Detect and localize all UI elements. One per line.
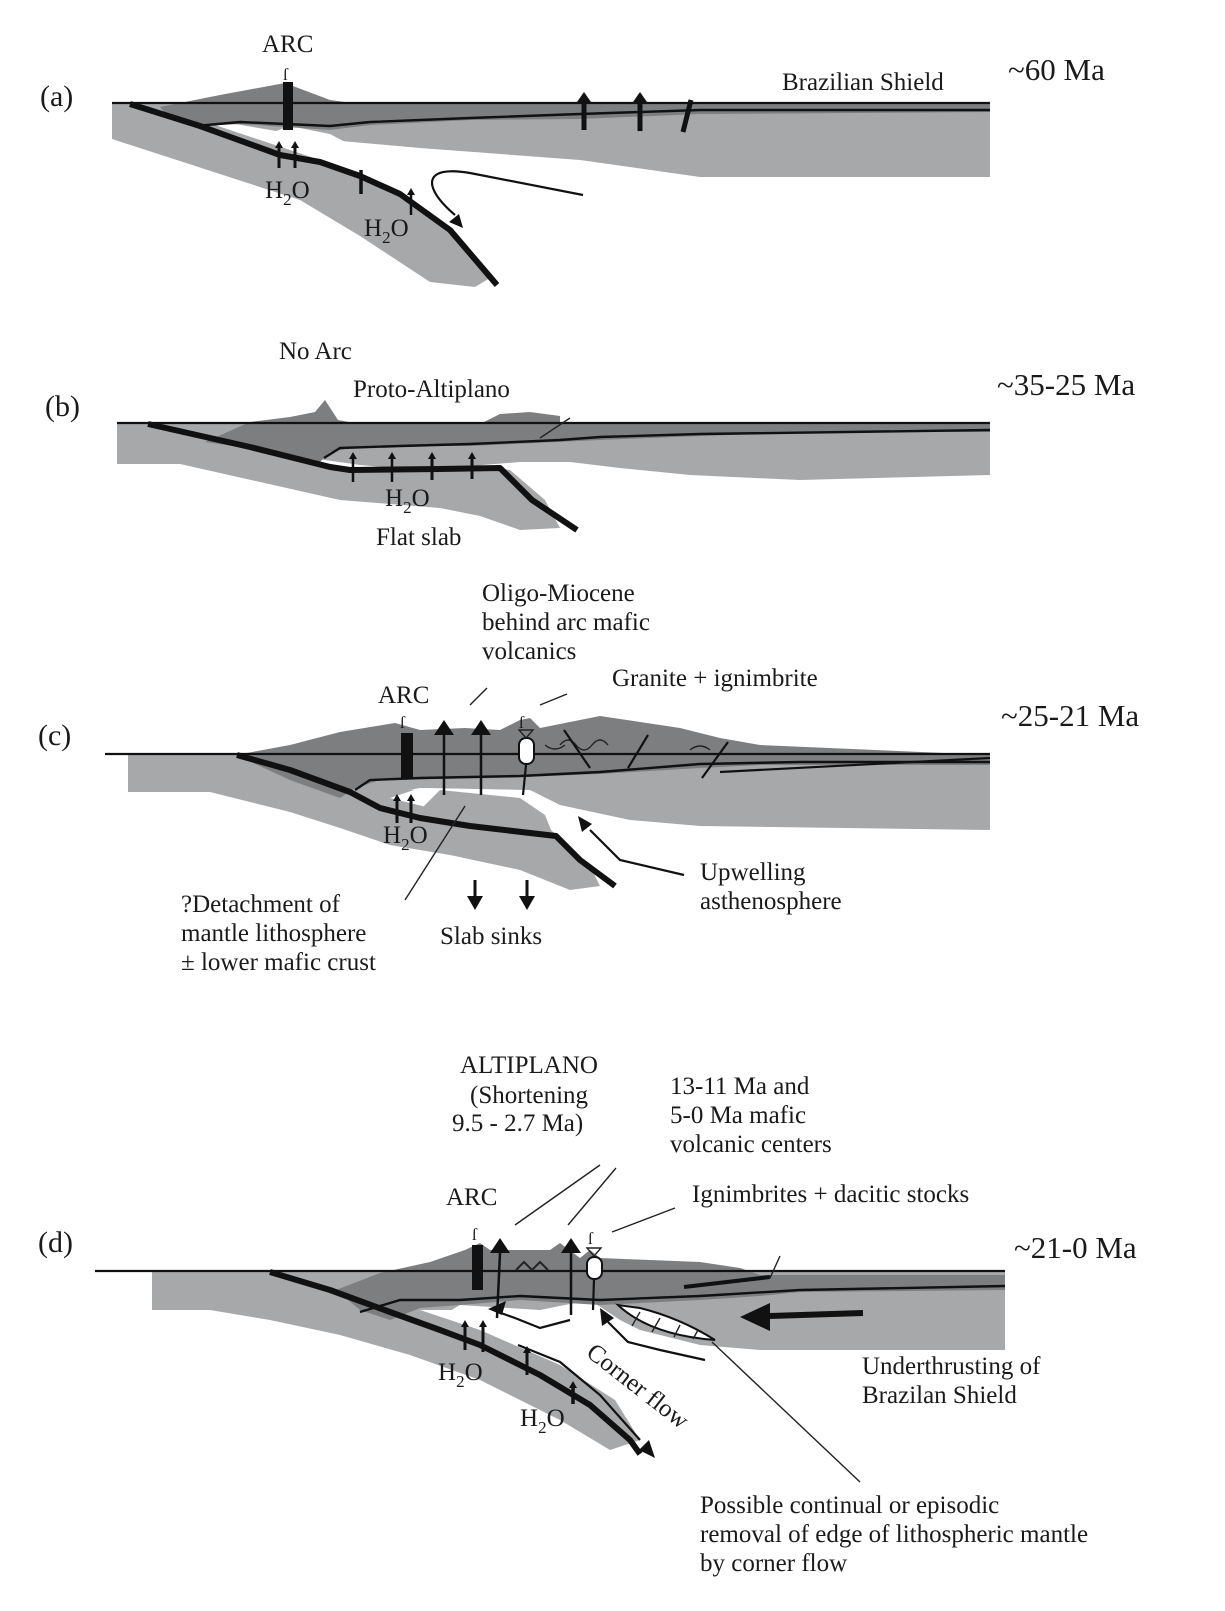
- age-label-a: ~60 Ma: [1008, 52, 1105, 87]
- altiplano-label-2: (Shortening: [470, 1082, 589, 1109]
- removal-label-1: Possible continual or episodic: [700, 1492, 999, 1519]
- volcano-smoke-icon: ſ: [519, 713, 525, 732]
- volcano-smoke-icon: ſ: [588, 1229, 594, 1248]
- underthrusting-label-2: Brazilan Shield: [862, 1382, 1017, 1409]
- detachment-label-2: mantle lithosphere: [181, 920, 366, 947]
- arc-conduit-c: [401, 733, 413, 779]
- age-label-d: ~21-0 Ma: [1014, 1230, 1137, 1265]
- corner-flow-arrow-up: [607, 1321, 706, 1362]
- slab-surface-c: [236, 752, 617, 889]
- slab-surface-b: [147, 421, 579, 533]
- h2o-label-c: H2O: [383, 822, 428, 854]
- volcanic-centers-label-1: 13-11 Ma and: [670, 1073, 810, 1100]
- detachment-label-3: ± lower mafic crust: [181, 949, 376, 976]
- slab-surface-d: [269, 1269, 643, 1456]
- subducting-slab-d: [152, 1272, 640, 1450]
- dacitic-stock-d: [586, 1256, 603, 1280]
- granite-ignimbrite-label: Granite + ignimbrite: [612, 665, 818, 692]
- lithospheric-mantle-edge: [615, 1303, 716, 1341]
- volcanic-centers-label-2: 5-0 Ma mafic: [670, 1102, 806, 1129]
- subducting-slab-c: [128, 755, 600, 890]
- flat-slab-label: Flat slab: [376, 524, 461, 551]
- slab-surface-a: [129, 101, 500, 287]
- oligo-miocene-label-3: volcanics: [482, 638, 576, 665]
- arc-label-c: ARC: [378, 682, 429, 709]
- h2o-label-d2: H2O: [520, 1405, 565, 1437]
- h2o-label-b: H2O: [385, 485, 430, 517]
- panel-label-d: (d): [38, 1226, 73, 1259]
- corner-flow-arrow-down: [517, 1343, 641, 1441]
- proto-altiplano-label: Proto-Altiplano: [353, 376, 510, 403]
- panel-b: (b) ~35-25 Ma No Arc Proto-Altiplano H2O…: [45, 338, 1135, 551]
- arc-label-a: ARC: [262, 31, 313, 58]
- corner-flow-arrow-left: [497, 1310, 571, 1330]
- crust-b: [205, 400, 990, 462]
- arc-conduit-a: [283, 82, 293, 130]
- underthrusting-label-1: Underthrusting of: [862, 1353, 1041, 1380]
- subducting-slab-b: [117, 424, 560, 530]
- granite-stock-c: [518, 737, 535, 765]
- water-arrows-c: [393, 794, 415, 823]
- h2o-label-d1: H2O: [438, 1359, 483, 1391]
- upwelling-arrow: [589, 829, 685, 877]
- mantle-flow-arrow-a: [430, 170, 584, 216]
- volcano-smoke-icon: ſ: [283, 65, 289, 84]
- ignimbrites-label: Ignimbrites + dacitic stocks: [692, 1181, 969, 1208]
- upwelling-label-2: asthenosphere: [700, 888, 842, 915]
- no-arc-label: No Arc: [279, 338, 352, 365]
- mafic-volcanoes-c: [434, 720, 491, 795]
- panel-label-b: (b): [45, 390, 80, 423]
- h2o-label-a1: H2O: [265, 177, 310, 209]
- arc-label-d: ARC: [446, 1184, 497, 1211]
- age-label-c: ~25-21 Ma: [1001, 698, 1139, 733]
- h2o-label-a2: H2O: [364, 215, 409, 247]
- water-arrows-d: [461, 1320, 577, 1404]
- oligo-miocene-label-2: behind arc mafic: [482, 609, 650, 636]
- removal-label-2: removal of edge of lithospheric mantle: [700, 1521, 1088, 1548]
- brazilian-shield-label: Brazilian Shield: [782, 69, 944, 96]
- volcano-smoke-icon: ſ: [472, 1225, 478, 1244]
- slab-sinks-label: Slab sinks: [440, 923, 542, 950]
- panel-label-c: (c): [38, 719, 71, 752]
- removal-label-3: by corner flow: [700, 1550, 847, 1577]
- water-arrows-a: [275, 141, 415, 215]
- altiplano-label-3: 9.5 - 2.7 Ma): [452, 1110, 583, 1137]
- arc-conduit-d: [472, 1245, 483, 1290]
- volcanic-centers-label-3: volcanic centers: [670, 1131, 832, 1158]
- panel-label-a: (a): [40, 80, 73, 113]
- volcano-smoke-icon: ſ: [400, 713, 406, 732]
- panel-a: ſ (a) ~60 Ma ARC Brazilian Shield H2O H2…: [40, 31, 1105, 287]
- age-label-b: ~35-25 Ma: [997, 367, 1135, 402]
- water-arrows-b: [349, 452, 476, 482]
- panel-c: ſ ſ: [38, 580, 1139, 976]
- panel-d: ſ ſ: [38, 1052, 1137, 1577]
- upwelling-label-1: Upwelling: [700, 859, 806, 886]
- altiplano-label-1: ALTIPLANO: [460, 1052, 598, 1079]
- crust-d: [336, 1243, 1005, 1320]
- subducting-slab-a: [112, 104, 490, 287]
- crust-a: [160, 83, 990, 130]
- slab-sinks-arrows: [467, 880, 535, 910]
- uplift-arrows-a: [577, 92, 694, 133]
- detachment-label-1: ?Detachment of: [181, 891, 341, 918]
- oligo-miocene-label-1: Oligo-Miocene: [482, 580, 635, 607]
